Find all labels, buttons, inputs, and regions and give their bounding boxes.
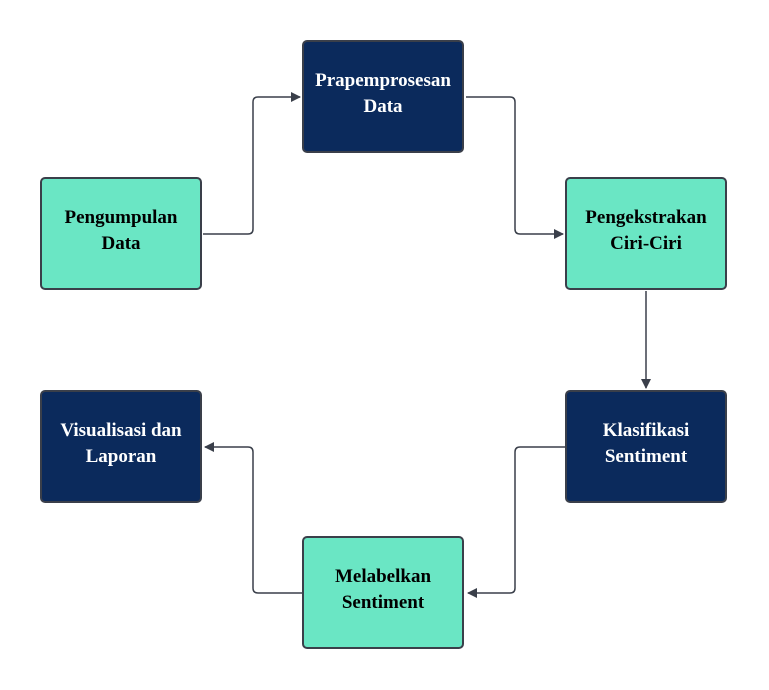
node-visualisasi[interactable]: Visualisasi dan Laporan [40, 390, 202, 503]
node-klasifikasi[interactable]: Klasifikasi Sentiment [565, 390, 727, 503]
arrow-pengumpulan-to-prapemprosesan [203, 92, 301, 235]
node-pengekstrakan[interactable]: Pengekstrakan Ciri-Ciri [565, 177, 727, 290]
arrow-melabelkan-to-visualisasi [204, 442, 302, 594]
node-label: Prapemprosesan Data [315, 69, 451, 117]
node-label: Pengumpulan Data [64, 206, 178, 254]
arrow-prapemprosesan-to-pengekstrakan [466, 96, 564, 239]
node-label: Visualisasi dan Laporan [60, 419, 182, 467]
node-pengumpulan[interactable]: Pengumpulan Data [40, 177, 202, 290]
node-label: Klasifikasi Sentiment [602, 419, 690, 467]
node-label: Pengekstrakan Ciri-Ciri [585, 206, 707, 254]
arrow-klasifikasi-to-melabelkan [467, 446, 565, 598]
node-melabelkan[interactable]: Melabelkan Sentiment [302, 536, 464, 649]
node-label: Melabelkan Sentiment [334, 565, 432, 613]
node-prapemprosesan[interactable]: Prapemprosesan Data [302, 40, 464, 153]
